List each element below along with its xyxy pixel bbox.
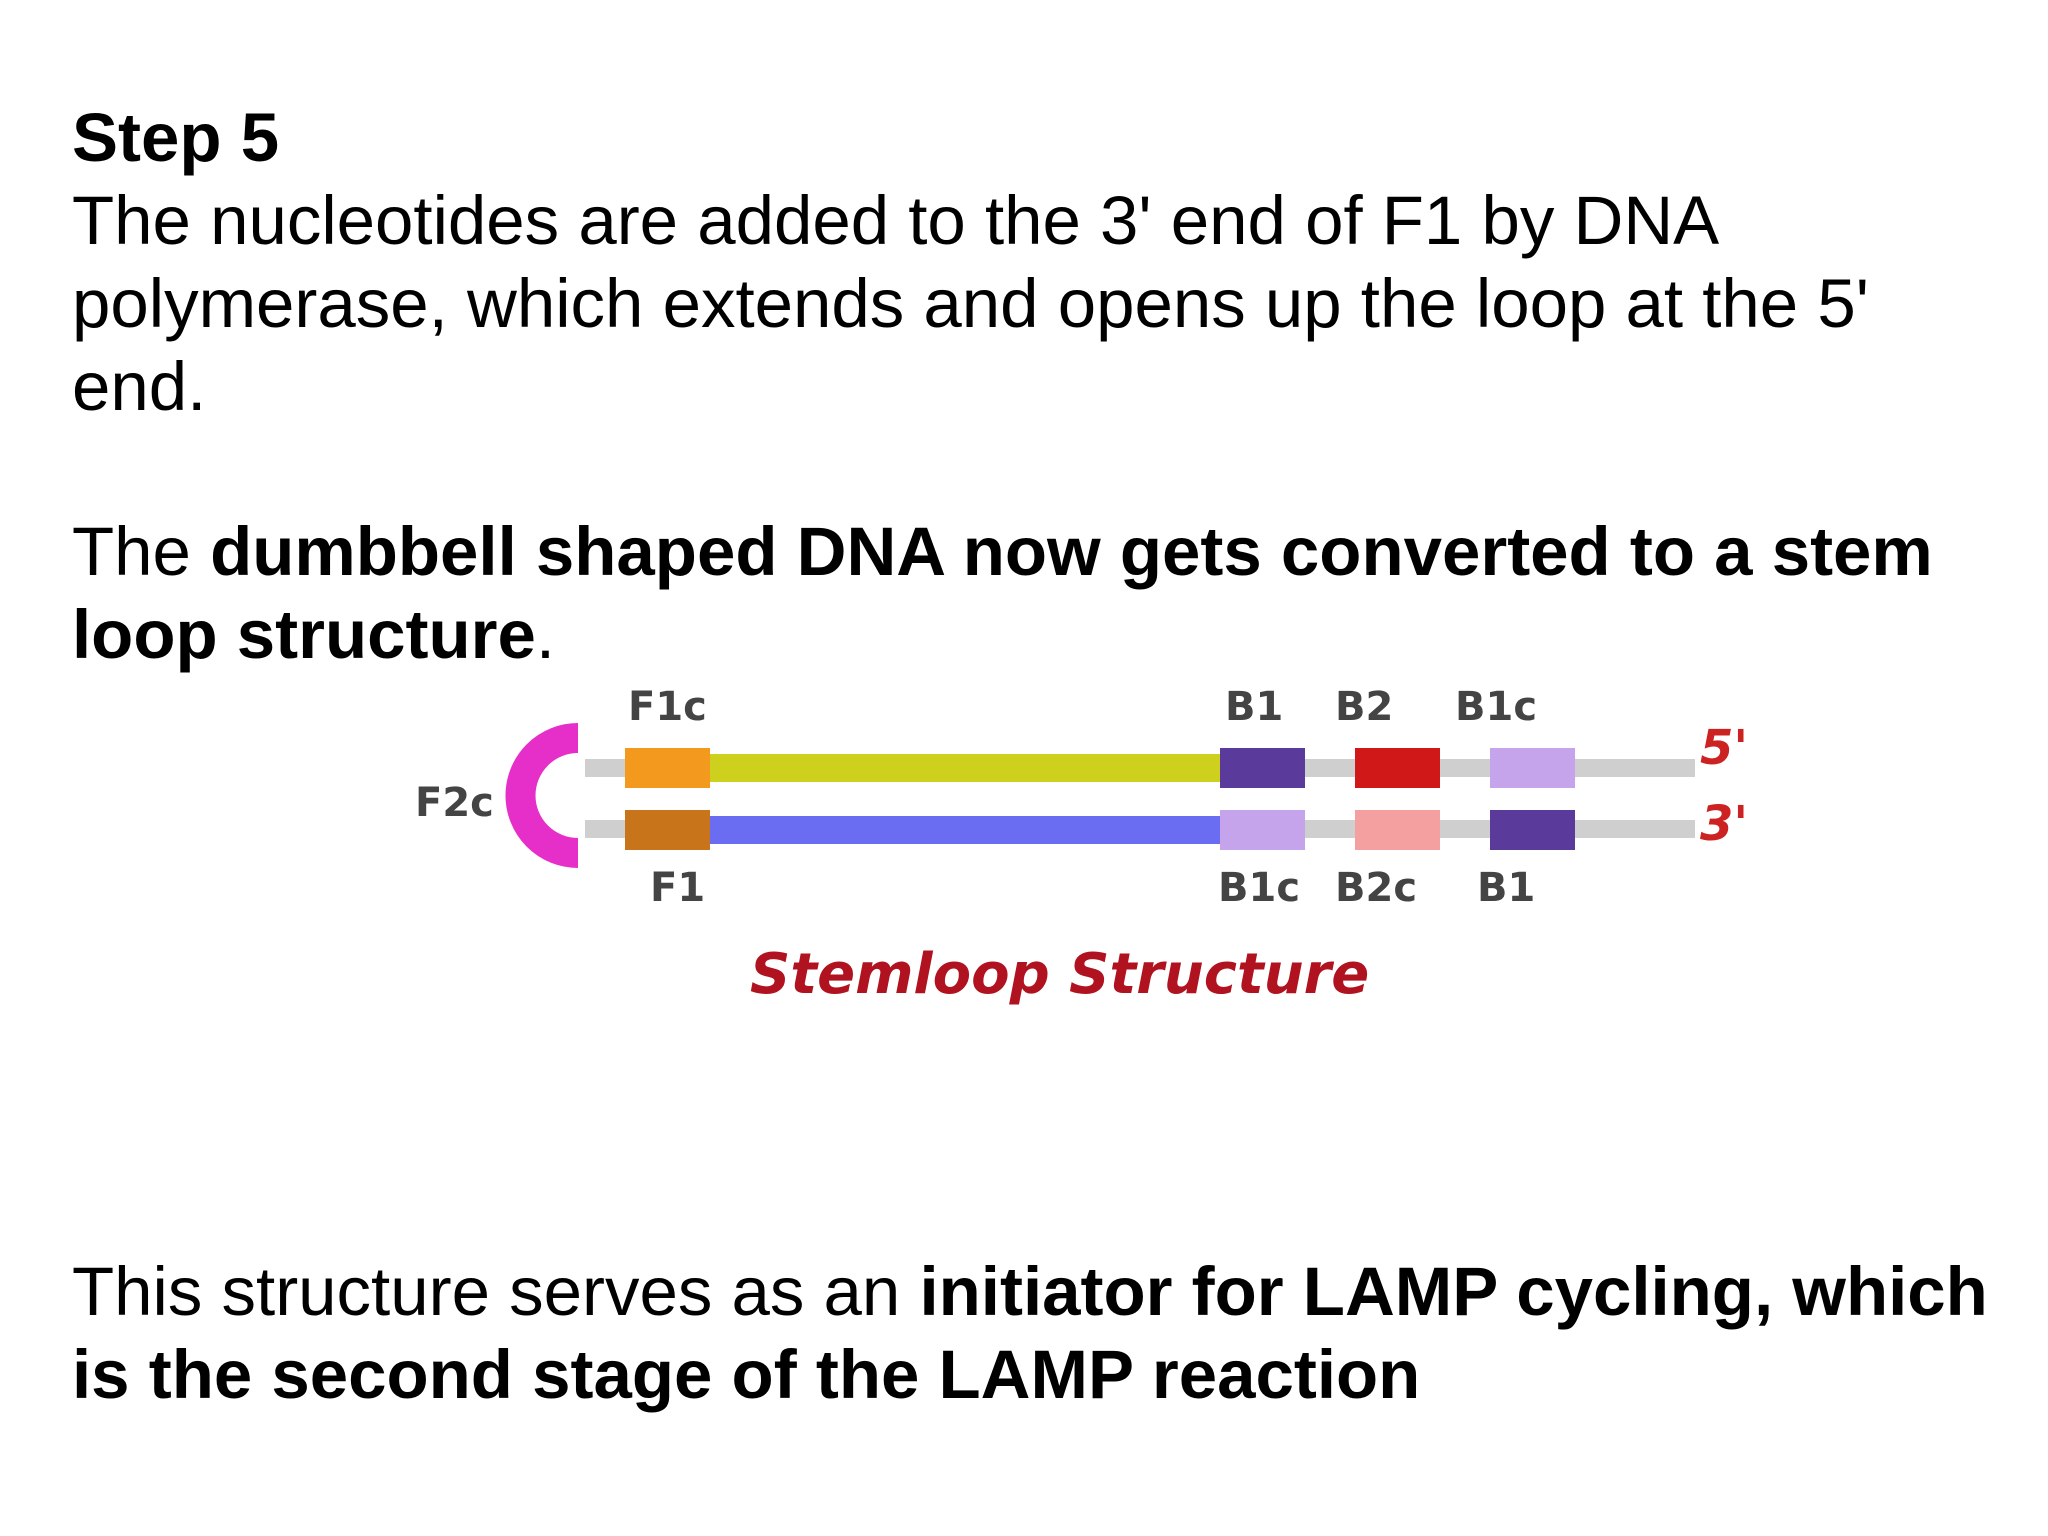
stemloop-svg: F2c F1c B1 B2 B1c F1 B1c B2c B1 5' 3' St… bbox=[415, 684, 1748, 1007]
f2c-label: F2c bbox=[415, 780, 494, 826]
top-strand bbox=[710, 754, 1220, 782]
b2-top-label: B2 bbox=[1335, 684, 1393, 730]
f1c-label: F1c bbox=[628, 684, 707, 730]
diagram-caption: Stemloop Structure bbox=[750, 942, 1369, 1007]
five-prime-label: 5' bbox=[1700, 720, 1748, 776]
dumbbell-suffix: . bbox=[535, 596, 556, 673]
three-prime-label: 3' bbox=[1700, 796, 1748, 852]
tail-top bbox=[1575, 759, 1695, 777]
gap-bottom-2 bbox=[1440, 820, 1490, 838]
step-title: Step 5 bbox=[72, 99, 280, 176]
loop-linker-bottom bbox=[585, 820, 625, 838]
f1-label: F1 bbox=[650, 865, 705, 911]
b1-bottom-label: B1 bbox=[1477, 865, 1535, 911]
initiator-paragraph: This structure serves as an initiator fo… bbox=[72, 1250, 2032, 1416]
bottom-strand bbox=[710, 816, 1220, 844]
f2c-loop bbox=[505, 723, 579, 868]
b1c-bottom-label: B1c bbox=[1218, 865, 1300, 911]
gap-top-1 bbox=[1305, 759, 1355, 777]
b1c-bottom-segment bbox=[1220, 810, 1305, 850]
initiator-prefix: This structure serves as an bbox=[72, 1253, 920, 1330]
step-description: The nucleotides are added to the 3' end … bbox=[72, 182, 1869, 425]
b2c-bottom-segment bbox=[1355, 810, 1440, 850]
stemloop-diagram: F2c F1c B1 B2 B1c F1 B1c B2c B1 5' 3' St… bbox=[400, 668, 1780, 1028]
b1c-top-segment bbox=[1490, 748, 1575, 788]
b2c-bottom-label: B2c bbox=[1335, 865, 1417, 911]
f1c-segment bbox=[625, 748, 710, 788]
gap-top-2 bbox=[1440, 759, 1490, 777]
b2-top-segment bbox=[1355, 748, 1440, 788]
b1-bottom-segment bbox=[1490, 810, 1575, 850]
dumbbell-paragraph: The dumbbell shaped DNA now gets convert… bbox=[72, 510, 2012, 676]
b1-top-label: B1 bbox=[1225, 684, 1283, 730]
loop-linker-top bbox=[585, 759, 625, 777]
b1-top-segment bbox=[1220, 748, 1305, 788]
tail-bottom bbox=[1575, 820, 1695, 838]
gap-bottom-1 bbox=[1305, 820, 1355, 838]
dumbbell-prefix: The bbox=[72, 513, 211, 590]
b1c-top-label: B1c bbox=[1455, 684, 1537, 730]
dumbbell-bold-text: dumbbell shaped DNA now gets converted t… bbox=[72, 513, 1933, 673]
initiator-bold-text: initiator for LAMP cycling, which is the… bbox=[72, 1253, 1988, 1413]
f1-segment bbox=[625, 810, 710, 850]
